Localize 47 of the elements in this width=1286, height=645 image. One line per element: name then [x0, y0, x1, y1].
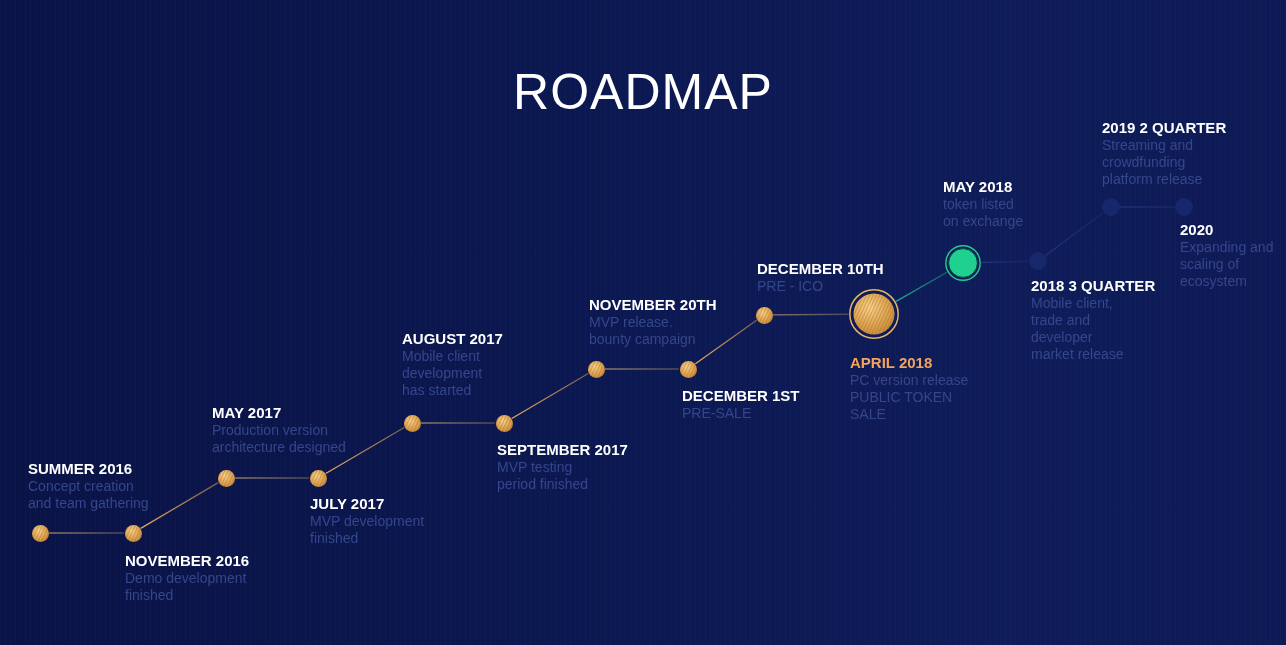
connector-line	[895, 271, 948, 302]
milestone-date: NOVEMBER 20TH	[589, 295, 717, 314]
connector-line	[420, 422, 496, 424]
milestone-description: MVP release. bounty campaign	[589, 314, 697, 348]
milestone-dot	[755, 306, 773, 324]
milestone-dot	[587, 360, 605, 378]
connector-line	[511, 373, 589, 419]
milestone-date: DECEMBER 1ST	[682, 386, 800, 405]
connector-line	[772, 313, 849, 316]
connector-line	[234, 477, 310, 479]
connector-line	[604, 368, 680, 370]
milestone-dot	[309, 469, 327, 487]
milestone-dot	[849, 289, 899, 339]
milestone-dot	[945, 245, 981, 281]
connector-line	[325, 427, 405, 474]
milestone-date: 2018 3 QUARTER	[1031, 276, 1156, 295]
milestone-description: Concept creation and team gathering	[28, 478, 150, 512]
milestone-date: MAY 2018	[943, 177, 1013, 196]
milestone-date: MAY 2017	[212, 403, 282, 422]
milestone-dot	[403, 414, 421, 432]
milestone-dot	[1102, 198, 1120, 216]
milestone-dot	[217, 469, 235, 487]
milestone-date: AUGUST 2017	[402, 329, 503, 348]
milestone-dot	[124, 524, 142, 542]
milestone-dot	[31, 524, 49, 542]
milestone-dot	[495, 414, 513, 432]
milestone-description: PRE-SALE	[682, 405, 753, 422]
milestone-dot	[679, 360, 697, 378]
milestone-date: 2020	[1180, 220, 1214, 239]
connector-line	[140, 482, 219, 529]
milestone-date: SEPTEMBER 2017	[497, 440, 628, 459]
milestone-description: Production version architecture designed	[212, 422, 347, 456]
milestone-description: Demo development finished	[125, 570, 248, 604]
page-title: ROADMAP	[513, 63, 773, 122]
connector-line	[695, 319, 757, 365]
connector-line	[1045, 212, 1104, 256]
milestone-date: 2019 2 QUARTER	[1102, 118, 1227, 137]
connector-line	[48, 532, 125, 534]
milestone-date: APRIL 2018	[850, 353, 933, 372]
milestone-date: DECEMBER 10TH	[757, 259, 884, 278]
milestone-description: MVP development finished	[310, 513, 426, 547]
milestone-date: NOVEMBER 2016	[125, 551, 250, 570]
milestone-dot	[1029, 252, 1047, 270]
milestone-date: SUMMER 2016	[28, 459, 133, 478]
milestone-description: MVP testing period finished	[497, 459, 590, 493]
milestone-description: Mobile client development has started	[402, 348, 484, 399]
milestone-date: JULY 2017	[310, 494, 385, 513]
